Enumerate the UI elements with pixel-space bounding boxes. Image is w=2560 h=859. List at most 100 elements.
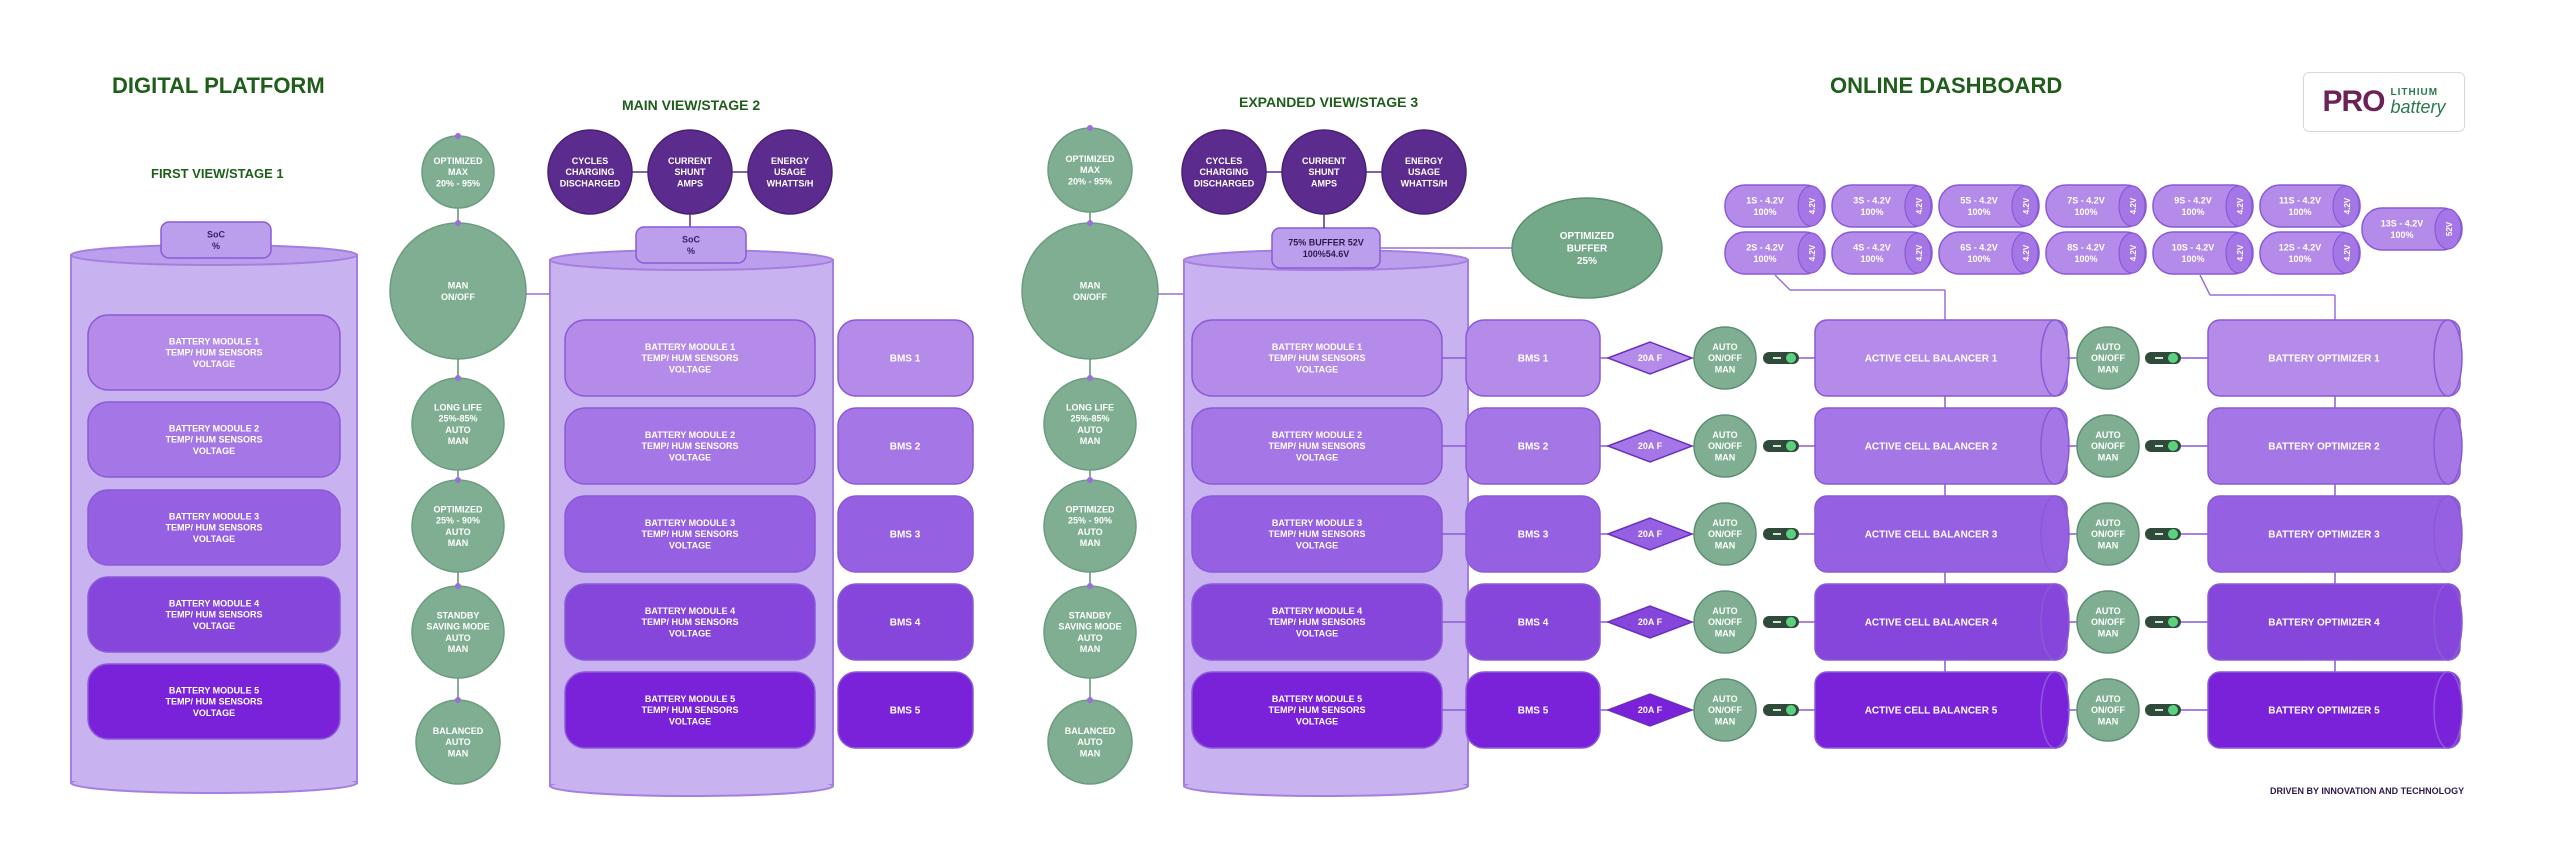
balancer-auto-node-5-label: MAN [1715,716,1736,726]
optimizer-toggle-4-knob [2168,617,2178,627]
stage2-mode-label: MAN [448,538,469,548]
balancer-auto-node-4-label: MAN [1715,628,1736,638]
balancer-4-label: ACTIVE CELL BALANCER 4 [1865,618,1998,629]
stage2-mode-label: ON/OFF [441,292,475,302]
soc-label: % [212,241,220,251]
optimizer-1-label: BATTERY OPTIMIZER 1 [2268,354,2380,365]
stage2-module-2-label: BATTERY MODULE 2 [645,430,735,440]
stage3-mode-label: AUTO [1077,425,1102,435]
stage3-module-4-label: BATTERY MODULE 4 [1272,606,1362,616]
optimizer-2-label: BATTERY OPTIMIZER 2 [2268,442,2380,453]
optimizer-auto-node-5 [2076,678,2140,742]
balancer-3-label: ACTIVE CELL BALANCER 3 [1865,530,1998,541]
stage1-module-5-label: VOLTAGE [193,708,235,718]
stage2-module-3 [564,495,816,573]
cell-row2-1-cap-label: 4.2V [1808,244,1817,261]
optimizer-auto-node-3-label: ON/OFF [2091,529,2125,539]
stage2-mode-label: AUTO [445,527,470,537]
stage1-module-4-label: VOLTAGE [193,621,235,631]
optimizer-toggle-1-mark [2155,357,2163,359]
cell-row2-1-cap [1797,232,1825,274]
stage3-mode-label: AUTO [1077,527,1102,537]
optimizer-auto-node-4-label: AUTO [2095,606,2120,616]
stage1-module-3 [87,489,341,566]
optimizer-auto-node-2 [2076,414,2140,478]
stage3-mode-label: OPTIMIZED [1066,504,1115,514]
stage2-module-3-label: BATTERY MODULE 3 [645,518,735,528]
stage3-module-3-label: TEMP/ HUM SENSORS [1268,529,1365,539]
stage1-module-2-label: TEMP/ HUM SENSORS [165,435,262,445]
logo-lithium: LITHIUM [2390,87,2439,98]
cell-row1-2-label: 3S - 4.2V [1853,196,1891,206]
cell-row2-4-label: 100% [2074,254,2097,264]
soc-box [160,221,272,259]
optimizer-auto-node-1-label: MAN [2098,364,2119,374]
metric-label: CHARGING [566,167,615,177]
balancer-auto-node-2-label: AUTO [1712,430,1737,440]
stage2-mode-label: 25%-85% [438,414,477,424]
cell-row1-1-label: 1S - 4.2V [1746,196,1784,206]
stage2-module-5-label: VOLTAGE [669,716,711,726]
metric-node [547,129,633,215]
stage2-mode-label: MAN [448,281,469,291]
stage3-mode-label: ON/OFF [1073,292,1107,302]
logo-wordmark: LITHIUM battery [2390,87,2445,117]
balancer-3-cap [2040,495,2070,573]
optimizer-4-label: BATTERY OPTIMIZER 4 [2268,618,2380,629]
stage2-mode-label: BALANCED [433,726,484,736]
stage3-module-3-label: VOLTAGE [1296,540,1338,550]
stage1-module-1 [87,314,341,391]
stage2-mode-label: STANDBY [437,610,480,620]
cell-row1-1-label: 100% [1753,207,1776,217]
stage2-module-3-label: TEMP/ HUM SENSORS [641,529,738,539]
balancer-toggle-2-mark [1773,445,1781,447]
stage3-module-4-label: VOLTAGE [1296,628,1338,638]
balancer-auto-node-1-label: MAN [1715,364,1736,374]
stage2-mode-dot [455,220,461,226]
cell-row2-3-label: 100% [1967,254,1990,264]
cell-row1-6-label: 100% [2288,207,2311,217]
stage3-bms-label: BMS 4 [1518,618,1549,629]
balancer-toggle-3-mark [1773,533,1781,535]
main-view-title: MAIN VIEW/STAGE 2 [622,97,761,113]
cell-row1-6-cap-label: 4.2V [2343,197,2352,214]
cell-row2-1-label: 100% [1753,254,1776,264]
cell-row1-1-cap-label: 4.2V [1808,197,1817,214]
stage3-mode-label: AUTO [1077,633,1102,643]
optimizer-4-cap [2433,583,2463,661]
cell-row1-4-cap-label: 4.2V [2129,197,2138,214]
stage2-module-5-label: BATTERY MODULE 5 [645,694,735,704]
balancer-4-cap [2040,583,2070,661]
optimized-buffer-label: OPTIMIZED [1560,231,1614,242]
stage3-mode-label: MAN [1080,644,1101,654]
digital-platform-title: DIGITAL PLATFORM [112,73,325,98]
stage3-bms-label: BMS 3 [1518,530,1549,541]
cell-row2-4-cap-label: 4.2V [2129,244,2138,261]
stage1-module-4-label: BATTERY MODULE 4 [169,598,259,608]
cell-13-cap-label: 52V [2445,221,2454,236]
metric-label: DISCHARGED [1194,178,1255,188]
stage3-module-1-label: BATTERY MODULE 1 [1272,342,1362,352]
cell-row1-4-label: 100% [2074,207,2097,217]
optimizer-toggle-5-knob [2168,705,2178,715]
optimizer-toggle-3-mark [2155,533,2163,535]
stage2-mode-dot [455,477,461,483]
balancer-1-label: ACTIVE CELL BALANCER 1 [1865,354,1998,365]
stage2-bms-label: BMS 1 [890,354,921,365]
balancer-auto-node-5 [1693,678,1757,742]
balancer-auto-node-4-label: ON/OFF [1708,617,1742,627]
metric-label: CURRENT [1302,156,1347,166]
stage2-mode-dot [455,583,461,589]
stage1-module-3-label: TEMP/ HUM SENSORS [165,523,262,533]
stage3-module-1-label: TEMP/ HUM SENSORS [1268,353,1365,363]
optimizer-auto-node-1-label: ON/OFF [2091,353,2125,363]
cell-row2-2-cap [1904,232,1932,274]
cell-row2-1-label: 2S - 4.2V [1746,243,1784,253]
stage3-mode-label: MAN [1080,538,1101,548]
metric-label: CURRENT [668,156,713,166]
stage2-mode-label: AUTO [445,737,470,747]
stage2-mode-label: OPTIMIZED [434,156,483,166]
stage2-module-5-label: TEMP/ HUM SENSORS [641,705,738,715]
optimizer-auto-node-5-label: AUTO [2095,694,2120,704]
